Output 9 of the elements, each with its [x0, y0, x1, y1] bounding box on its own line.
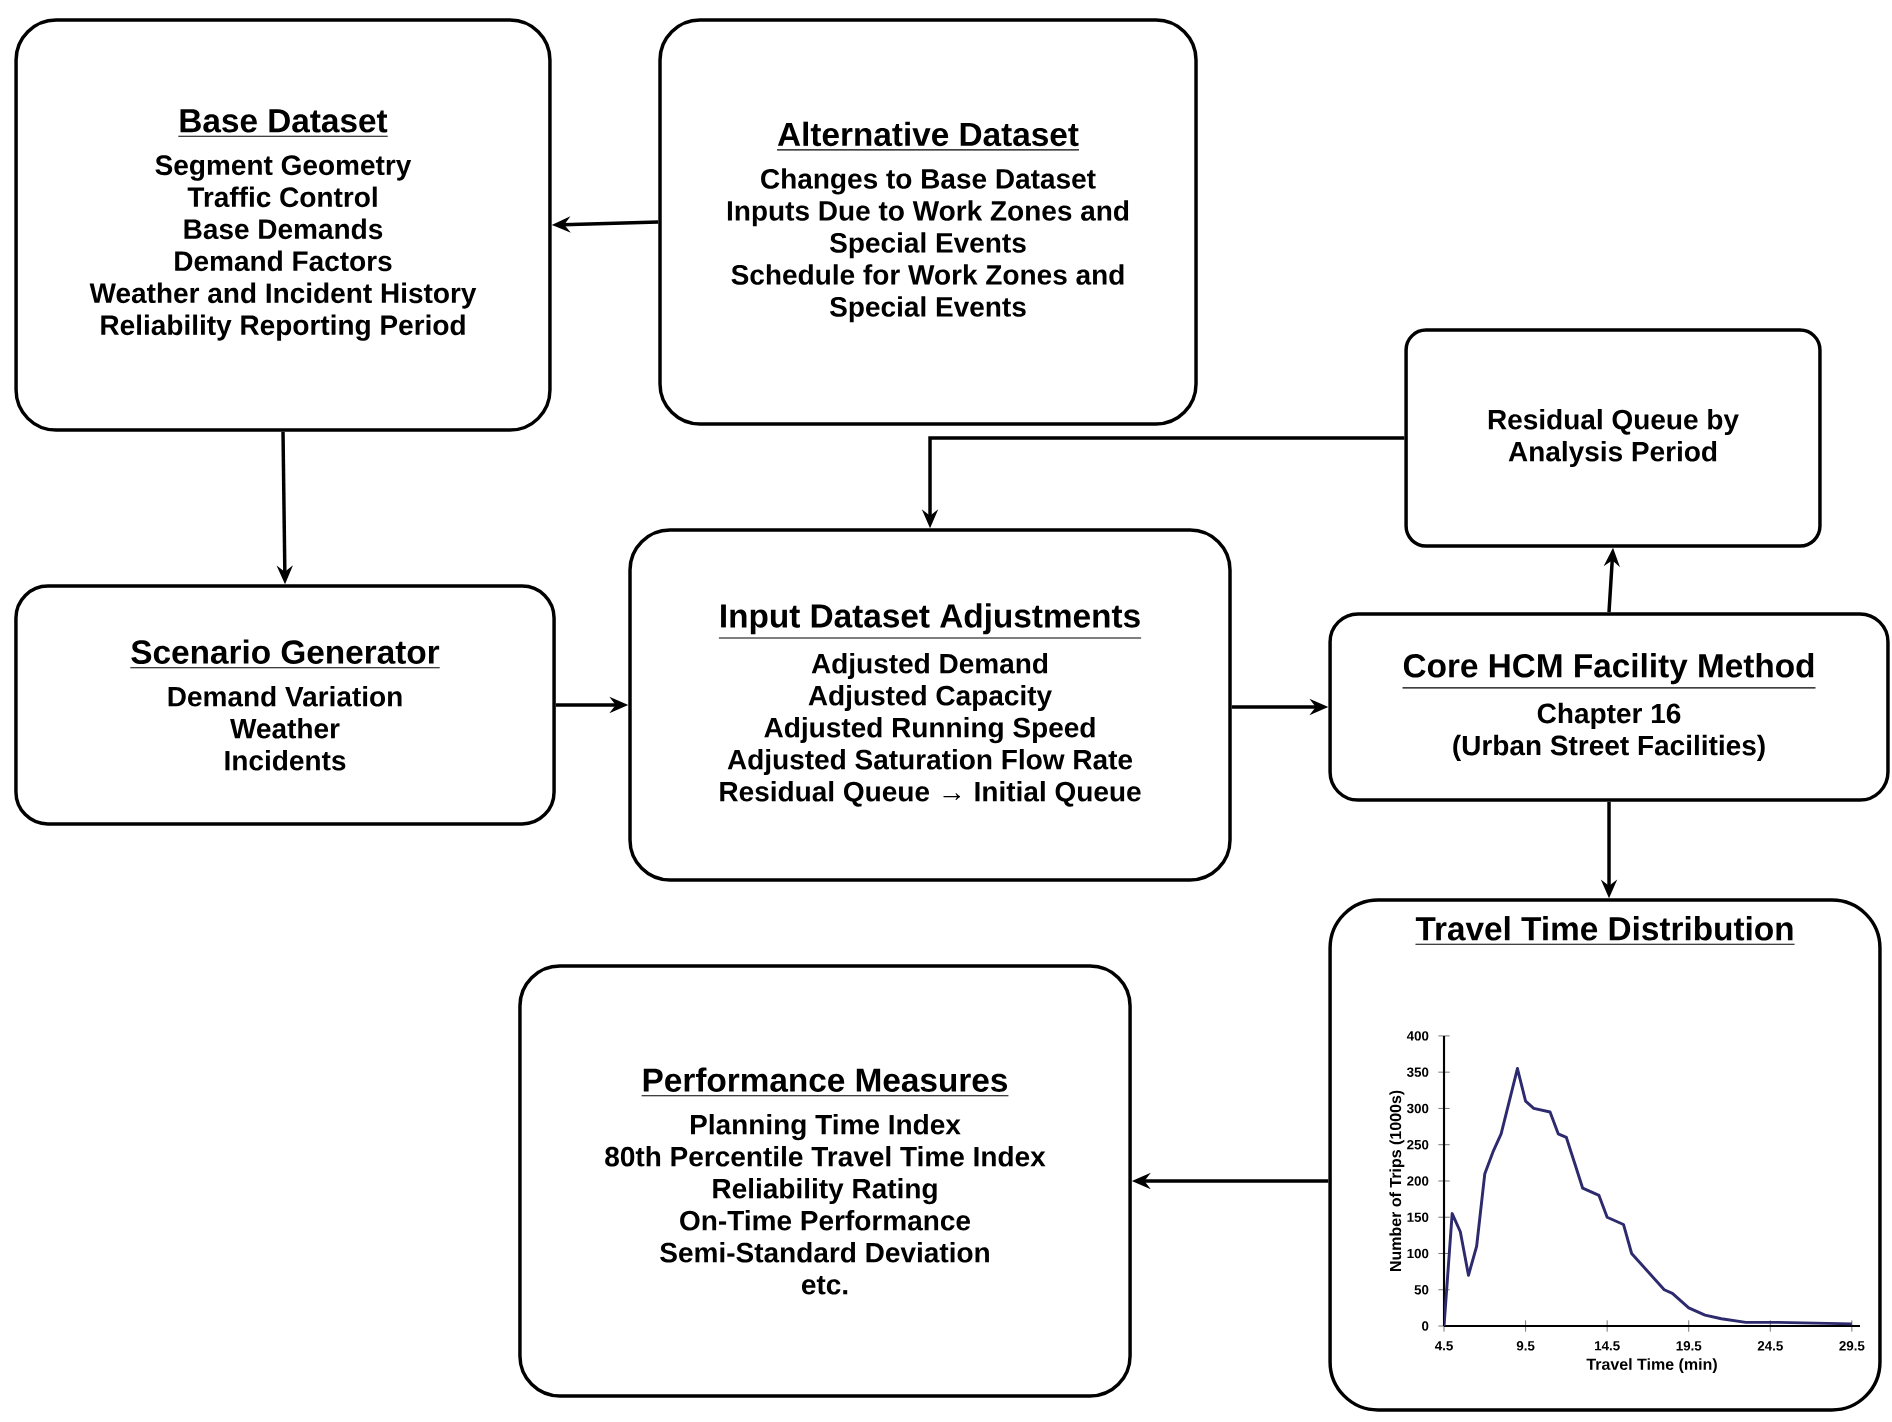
process-box: Alternative Dataset Changes to Base Dataset Inputs Due to Work Zones and Special Events Schedule for Work Zones and Special Events	[658, 18, 1198, 426]
process-box: Residual Queue by Analysis Period	[1404, 328, 1822, 548]
process-box: Core HCM Facility Method Chapter 16 (Urban Street Facilities)	[1328, 612, 1890, 802]
y-axis-title: Number of Trips (1000s)	[1389, 1090, 1405, 1272]
process-box: Scenario Generator Demand Variation Weather Incidents	[14, 584, 556, 826]
process-box: Performance Measures Planning Time Index 80th Percentile Travel Time Index Reliability Rating On-Time Performance Semi-Standard Deviation etc.	[518, 964, 1132, 1398]
process-box: Input Dataset Adjustments Adjusted Demand Adjusted Capacity Adjusted Running Speed Adjusted Saturation Flow Rate Residual Queue → Initial Queue	[628, 528, 1232, 882]
process-box: Base Dataset Segment Geometry Traffic Control Base Demands Demand Factors Weather and Incident History Reliability Reporting Period	[14, 18, 552, 432]
x-axis-title: Travel Time (min)	[1586, 1358, 1717, 1374]
